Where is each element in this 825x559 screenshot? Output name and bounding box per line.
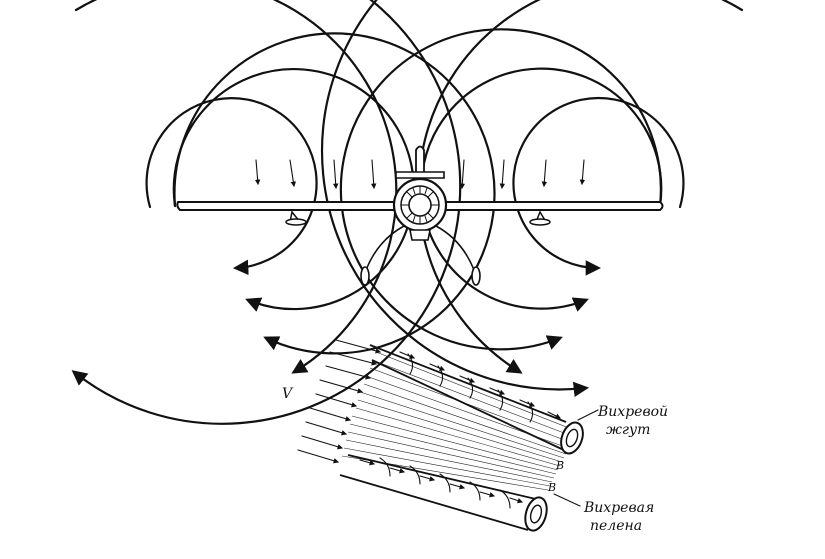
velocity-label: V xyxy=(282,386,293,402)
leader-vortex-sheet xyxy=(553,493,581,507)
freestream-arrows xyxy=(297,339,382,464)
right-ring-4 xyxy=(417,0,744,374)
left-ring-4 xyxy=(74,0,398,374)
vortex-sheet-illustration xyxy=(297,339,599,532)
left-ring-1 xyxy=(145,97,318,276)
sheet-lines xyxy=(341,351,575,491)
left-ring-3 xyxy=(173,32,496,355)
leader-vortex-tube xyxy=(577,409,599,421)
vortex-tube-label-line2: жгут xyxy=(606,422,651,438)
vortex-sheet-label-line2: пелена xyxy=(590,518,643,534)
downwash-arrows xyxy=(254,159,586,190)
right-ring-2 xyxy=(420,67,663,312)
vortex-tube-label-line1: Вихревой xyxy=(598,404,669,420)
right-ring-1 xyxy=(512,96,685,276)
point-b-label: B xyxy=(556,459,565,472)
lower-vortex-tube xyxy=(339,454,548,532)
upper-vortex-tube xyxy=(369,344,584,455)
vortex-sheet-label-line1: Вихревая xyxy=(584,500,655,516)
point-b-prime-label: B xyxy=(548,481,557,494)
right-ring-5 xyxy=(320,0,590,397)
aircraft xyxy=(176,145,664,286)
tail-fin xyxy=(415,145,425,176)
right-ring-3 xyxy=(339,28,662,351)
left-ring-2 xyxy=(172,68,415,312)
right-vortex-rings xyxy=(320,0,744,397)
